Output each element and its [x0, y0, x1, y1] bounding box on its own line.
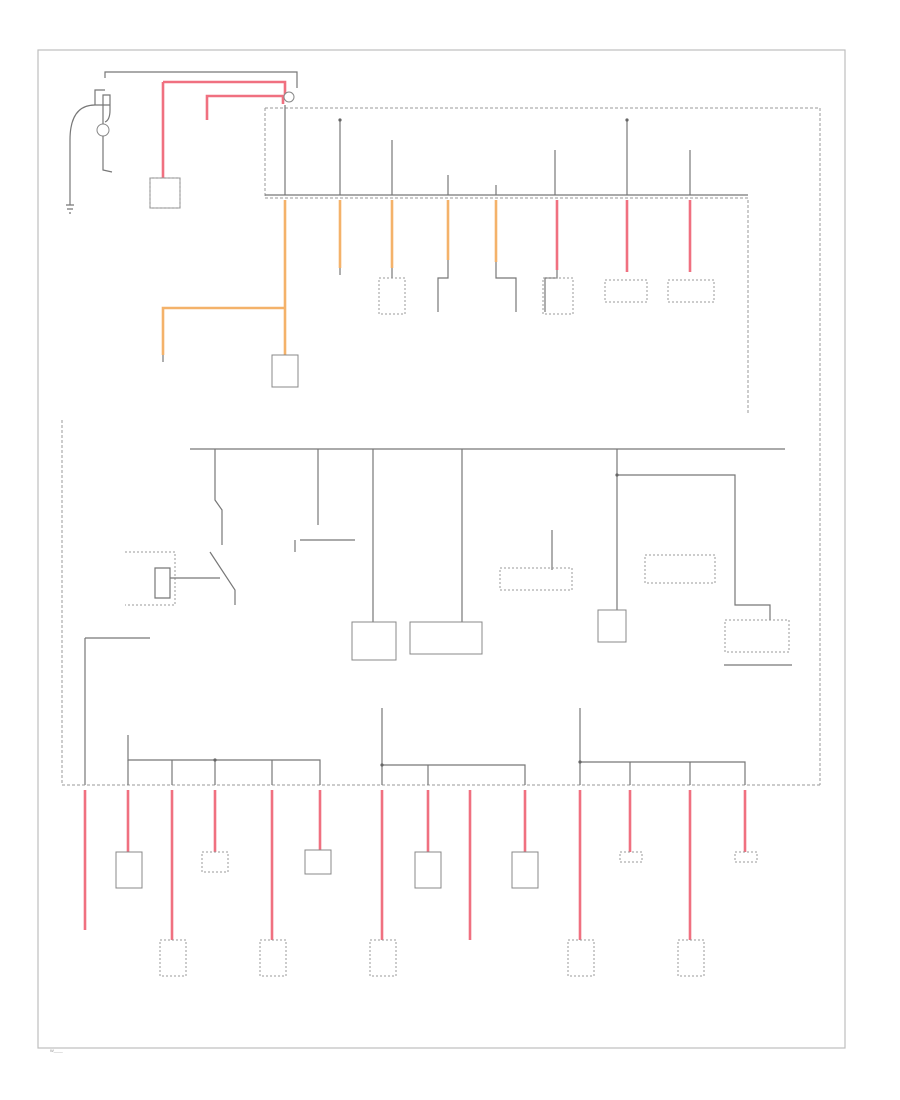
lower-components [115, 849, 758, 977]
relay-box-2 [409, 621, 483, 655]
generator-section [149, 80, 295, 209]
middle-components [125, 551, 792, 666]
component-box-3 [542, 277, 574, 315]
lower-branch-wires [83, 790, 747, 940]
lower-box-5 [511, 851, 539, 889]
relay-box-4 [597, 609, 627, 643]
top-branch-wires [161, 200, 692, 362]
ground-symbol [66, 204, 74, 214]
component-box-4 [604, 279, 648, 303]
lower-box-12 [677, 939, 705, 977]
relay-box-1 [351, 621, 397, 661]
relay-box-5 [644, 554, 716, 584]
lower-box-6 [619, 851, 643, 863]
component-box-1 [271, 354, 299, 388]
lower-box-3 [304, 849, 332, 875]
lower-box-10 [369, 939, 397, 977]
lower-box-9 [259, 939, 287, 977]
lower-box-8 [159, 939, 187, 977]
generator-box [149, 177, 181, 209]
lower-box-2 [201, 851, 229, 873]
diagram-frame [37, 49, 846, 1049]
lower-box-4 [414, 851, 442, 889]
page-marker: W____ [50, 1048, 63, 1053]
lower-box-1 [115, 851, 143, 889]
battery-ground-section [66, 71, 298, 214]
top-components [271, 277, 715, 388]
top-connector [283, 91, 295, 103]
underhood-fuse-block-outline [264, 107, 821, 785]
top-fuse-row [338, 118, 691, 195]
middle-branches [209, 449, 771, 622]
lower-box-7 [734, 851, 758, 863]
lower-box-11 [567, 939, 595, 977]
relay-box-6 [724, 619, 790, 653]
component-box-5 [667, 279, 715, 303]
lower-fuse-taps [127, 708, 746, 785]
battery-terminal-symbol [96, 123, 110, 137]
relay-box-3 [499, 567, 573, 591]
component-box-2 [378, 277, 406, 315]
